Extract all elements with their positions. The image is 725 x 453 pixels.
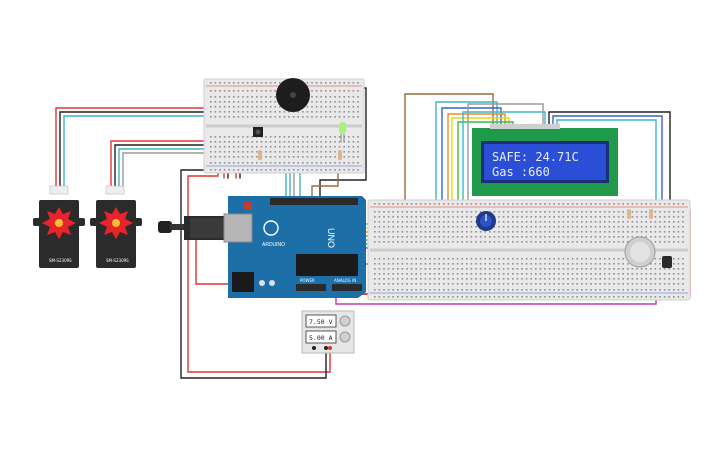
resistor-top-1[interactable]: [258, 150, 262, 160]
psu-current-display: [305, 330, 337, 344]
atmega-chip: [296, 254, 358, 276]
breadboard-top: [203, 78, 365, 174]
arduino-logo-icon: [263, 220, 279, 236]
lcd-display[interactable]: SAFE: 24.71C Gas :660: [472, 124, 618, 196]
usb-cable: [158, 221, 172, 233]
arduino-power-label: POWER: [300, 278, 315, 283]
analog-header: [332, 284, 362, 291]
wire-lcd-right-teal[interactable]: [556, 119, 657, 207]
gas-sensor[interactable]: [624, 236, 656, 268]
digital-header: [270, 198, 358, 205]
green-led[interactable]: [339, 122, 346, 142]
lcd-header-pins: [490, 124, 560, 129]
psu-current: 5.00 A: [309, 334, 333, 342]
wire-lcd-right-blue[interactable]: [552, 115, 663, 207]
wire-lcd-brown[interactable]: [404, 93, 494, 241]
wire-top-brown[interactable]: [311, 167, 339, 201]
reset-button[interactable]: [244, 202, 252, 210]
resistor-right-1[interactable]: [627, 209, 631, 219]
servo-1[interactable]: SM-S2309S: [33, 185, 85, 268]
breadboard-top-holes: [210, 82, 359, 171]
wire-psu-black[interactable]: [180, 169, 327, 379]
arduino-uno[interactable]: ARDUINO UNO POWER ANALOG IN: [158, 196, 366, 298]
lcd-line-2: Gas :660: [492, 165, 550, 179]
psu-voltage-knob[interactable]: [339, 315, 351, 327]
power-supply[interactable]: 7.50 V 5.00 A: [301, 310, 355, 354]
wire-lcd-right-black[interactable]: [548, 111, 671, 207]
psu-current-knob[interactable]: [339, 331, 351, 343]
servo-1-label: SM-S2309S: [49, 258, 72, 263]
servo-2[interactable]: SM-S2309S: [90, 185, 142, 268]
psu-voltage-display: [305, 314, 337, 328]
pushbutton[interactable]: [253, 127, 263, 137]
psu-voltage: 7.50 V: [309, 318, 333, 326]
wire-psu-red[interactable]: [187, 165, 331, 373]
servo-2-label: SM-S2309S: [106, 258, 129, 263]
arduino-model: UNO: [326, 228, 336, 248]
lcd-line-1: SAFE: 24.71C: [492, 150, 579, 164]
potentiometer[interactable]: [476, 211, 496, 231]
resistor-right-2[interactable]: [649, 209, 653, 219]
temperature-sensor[interactable]: [662, 256, 672, 268]
arduino-analog-label: ANALOG IN: [334, 278, 356, 283]
buzzer[interactable]: [276, 78, 310, 112]
dc-jack: [232, 272, 254, 292]
resistor-top-2[interactable]: [338, 150, 342, 160]
arduino-brand: ARDUINO: [262, 242, 285, 248]
usb-jack: [223, 213, 253, 243]
power-header: [296, 284, 326, 291]
